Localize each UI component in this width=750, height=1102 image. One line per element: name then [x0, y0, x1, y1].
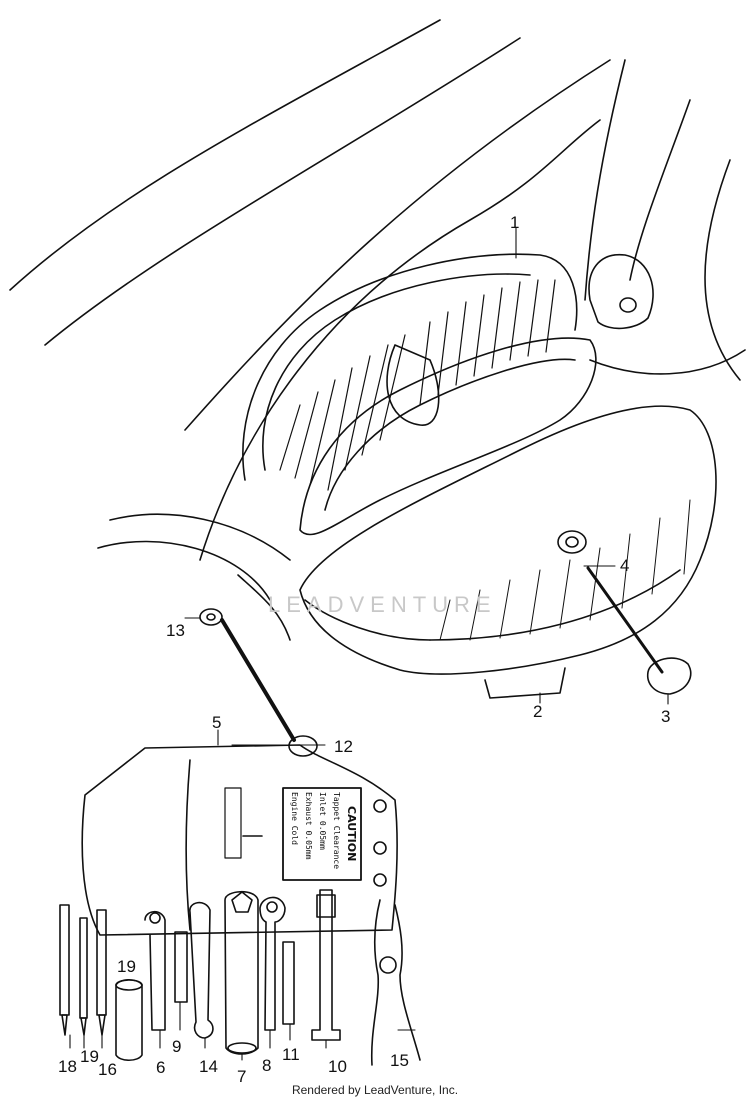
callout-19: 19 — [117, 957, 136, 976]
air-cleaner-cover — [299, 405, 717, 699]
frame-contours — [9, 19, 746, 641]
caution-line: Exhaust 0.05mm — [304, 792, 313, 860]
screwdriver-grip-16 — [96, 909, 107, 1036]
pliers-15 — [370, 899, 421, 1066]
callout-6: 6 — [156, 1058, 165, 1077]
grommet — [557, 530, 587, 554]
callout-9: 9 — [172, 1037, 181, 1056]
watermark: LEADVENTURE — [268, 592, 497, 617]
spanner-8 — [259, 896, 286, 1031]
cover-screw — [586, 566, 692, 695]
callout-1: 1 — [510, 213, 519, 232]
pin-spanner-11 — [282, 941, 295, 1025]
box-wrench-9 — [174, 931, 188, 1003]
callouts: 1 2 3 4 5 12 13 18 19 19 16 6 9 14 7 8 1… — [58, 213, 670, 1086]
cover-ribs — [439, 499, 691, 641]
caution-plate-text: CAUTION Tappet Clearance Inlet 0.05mm Ex… — [290, 792, 358, 869]
open-end-wrench-14 — [189, 901, 214, 1039]
callout-11: 11 — [282, 1045, 300, 1064]
callout-3: 3 — [661, 707, 670, 726]
callout-8: 8 — [262, 1056, 271, 1075]
callout-10: 10 — [328, 1057, 347, 1076]
air-cleaner-element — [242, 253, 597, 536]
element-pleats — [279, 279, 556, 491]
callout-2: 2 — [533, 702, 542, 721]
socket-wrench-19 — [115, 978, 143, 1062]
caution-line: Engine Cold — [290, 792, 299, 845]
caution-line: Tappet Clearance — [332, 792, 341, 869]
screwdriver-handle-18 — [59, 904, 70, 1036]
callout-13: 13 — [166, 621, 185, 640]
spark-plug-wrench-6 — [144, 910, 166, 1031]
caution-plate — [282, 787, 362, 881]
callout-18: 18 — [58, 1057, 77, 1076]
mounting-bracket — [588, 253, 654, 330]
t-handle-10 — [311, 889, 341, 1041]
leader-lines — [69, 227, 669, 1061]
screwdriver-19 — [79, 917, 88, 1036]
footer-credit: Rendered by LeadVenture, Inc. — [291, 1083, 459, 1097]
callout-14: 14 — [199, 1057, 218, 1076]
callout-4: 4 — [620, 556, 629, 575]
callout-12: 12 — [334, 737, 353, 756]
callout-16: 16 — [98, 1060, 117, 1079]
callout-19: 19 — [80, 1047, 99, 1066]
callout-5: 5 — [212, 713, 221, 732]
tool-kit-bag — [81, 744, 398, 936]
callout-15: 15 — [390, 1051, 409, 1070]
washer — [199, 608, 223, 626]
callout-7: 7 — [237, 1067, 246, 1086]
long-bolt — [220, 618, 318, 757]
tube-wrench-7 — [224, 890, 259, 1055]
caution-line: Inlet 0.05mm — [318, 792, 327, 850]
caution-title: CAUTION — [345, 806, 358, 861]
